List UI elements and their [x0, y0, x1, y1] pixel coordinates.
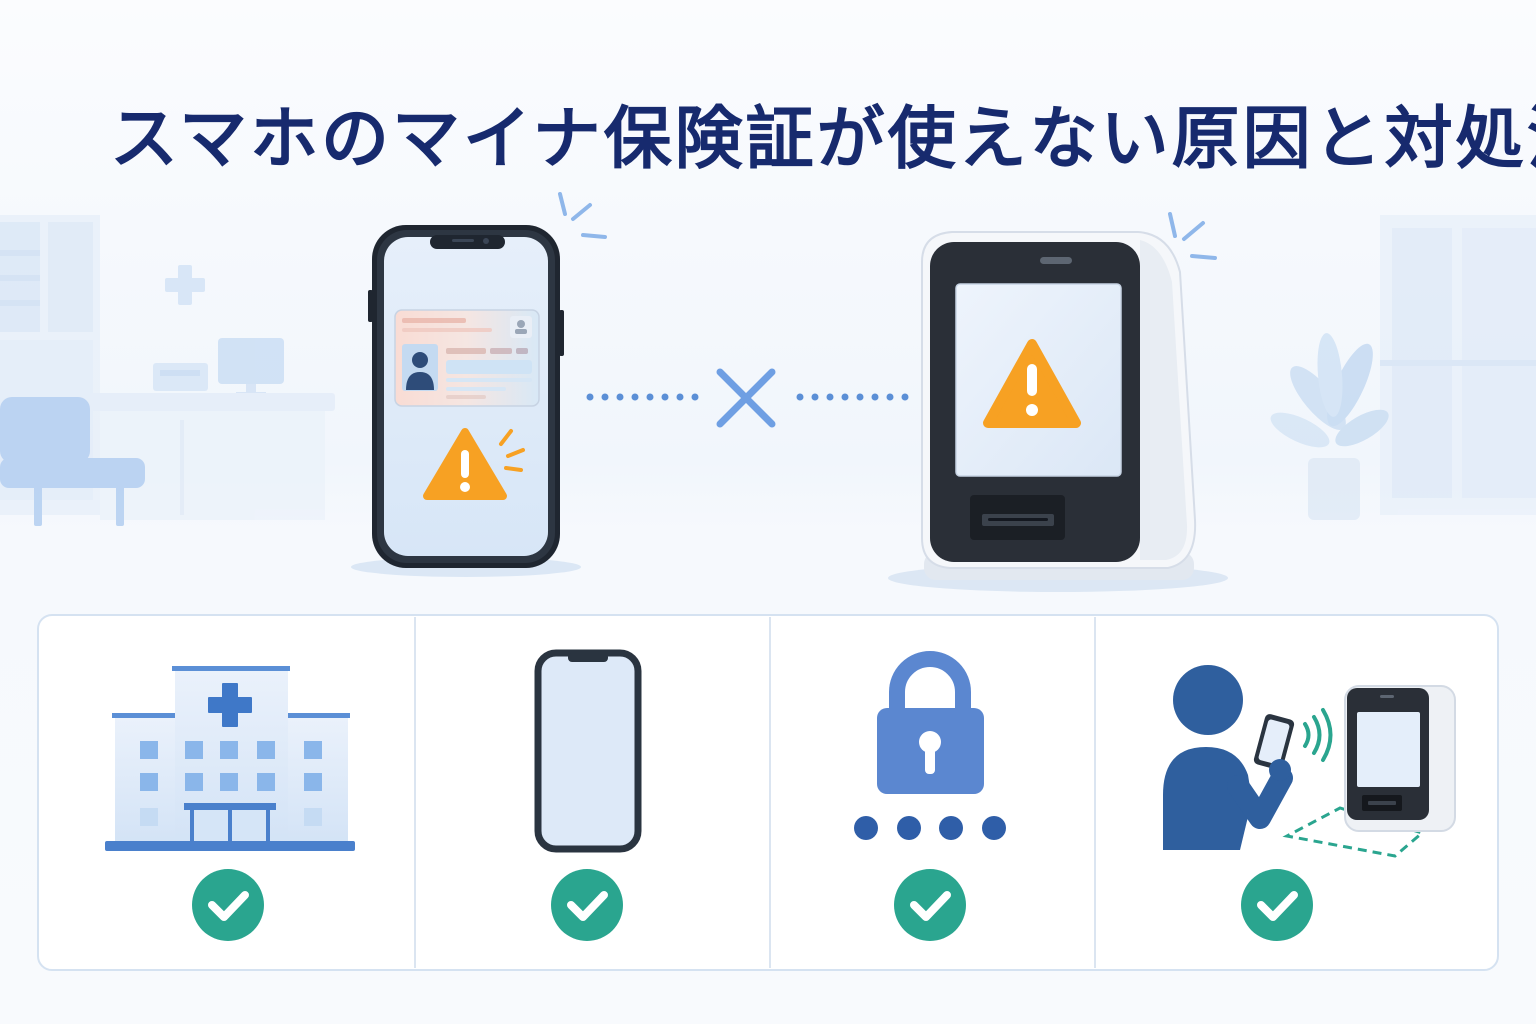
pin-dots-icon: [854, 816, 1006, 840]
kiosk-card-slot: [970, 495, 1065, 540]
kiosk-side-panel: [1140, 240, 1188, 560]
person-icon: [1163, 665, 1293, 850]
solutions-panel: [37, 614, 1499, 971]
alert-rays-icon: [499, 429, 525, 472]
medical-cross-sign: [165, 265, 205, 305]
warning-triangle-icon: [423, 428, 507, 500]
page-title: スマホのマイナ保険証が使えない原因と対処法: [110, 100, 1536, 179]
check-circle-icon: [192, 869, 264, 941]
person-using-kiosk-icon: [1163, 665, 1456, 858]
nfc-waves-icon: [1303, 708, 1333, 762]
kiosk-speaker: [1040, 257, 1072, 264]
signal-rays-icon: [558, 192, 607, 239]
smartphone-with-card-icon: [368, 192, 607, 568]
handheld-phone-icon: [1253, 714, 1295, 770]
check-circle-icon: [1241, 869, 1313, 941]
background-clinic-right: [1270, 215, 1536, 520]
hospital-entrance: [184, 803, 276, 844]
hospital-icon: [105, 666, 355, 851]
card-reader-kiosk-icon: [921, 212, 1217, 580]
connection-line-left: [586, 393, 699, 401]
potted-plant: [1270, 333, 1389, 520]
reception-desk: [90, 393, 335, 520]
mini-kiosk-icon: [1344, 685, 1456, 832]
my-number-card-icon: [394, 309, 540, 407]
kiosk-signal-rays-icon: [1168, 212, 1217, 260]
check-circle-icon: [551, 869, 623, 941]
lock-icon: [877, 651, 984, 794]
disconnected-x-icon: [716, 368, 776, 428]
window-right: [1380, 215, 1536, 515]
connection-line-right: [796, 393, 909, 401]
background-clinic-left: [0, 215, 335, 526]
kiosk-warning-triangle-icon: [983, 339, 1081, 428]
reader-area-outline: [1282, 806, 1426, 858]
check-circle-icon: [894, 869, 966, 941]
hospital-cross-icon: [208, 683, 252, 727]
waiting-chair: [0, 397, 145, 526]
smartphone-icon: [534, 649, 642, 853]
hospital-windows: [140, 741, 322, 826]
